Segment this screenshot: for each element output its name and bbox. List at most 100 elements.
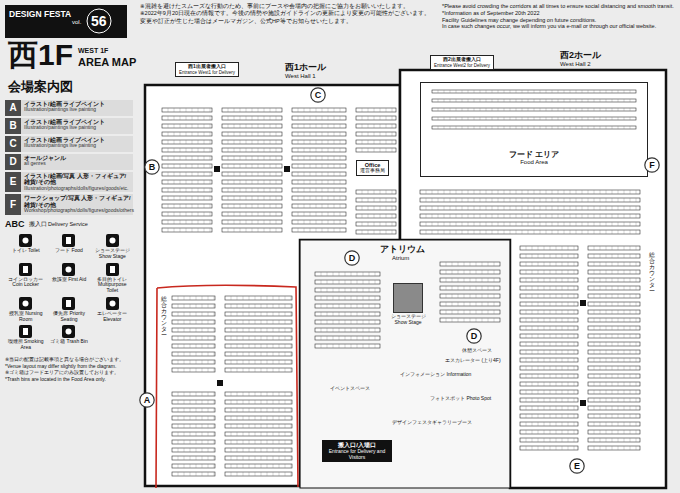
booth-divider <box>328 188 329 192</box>
booth-divider <box>474 90 475 93</box>
booth-divider <box>240 212 241 216</box>
booth-divider <box>528 230 529 234</box>
booth-row <box>172 408 215 412</box>
booth-divider <box>612 422 613 426</box>
booth-divider <box>184 408 185 412</box>
booth-divider <box>532 246 533 250</box>
booth-divider <box>328 124 329 128</box>
booth-divider <box>228 188 229 192</box>
booth-divider <box>249 312 250 316</box>
booth-divider <box>636 254 637 258</box>
booth-divider <box>255 312 256 316</box>
booth-divider <box>362 140 363 144</box>
booth-divider <box>544 326 545 330</box>
booth-divider <box>476 270 477 274</box>
booth-row <box>225 344 292 348</box>
booth-divider <box>600 382 601 386</box>
booth-divider <box>180 220 181 224</box>
booth-divider <box>550 286 551 290</box>
booth-divider <box>486 90 487 93</box>
booth-divider <box>526 350 527 354</box>
booth-row <box>162 140 212 144</box>
booth-divider <box>285 368 286 372</box>
booth-divider <box>264 148 265 152</box>
booth-divider <box>184 400 185 404</box>
booth-divider <box>624 390 625 394</box>
booth-row <box>162 212 212 216</box>
booth-divider <box>386 140 387 144</box>
booth-row <box>440 270 500 274</box>
booth-divider <box>237 360 238 364</box>
booth-divider <box>202 336 203 340</box>
booth-divider <box>237 368 238 372</box>
booth-divider <box>630 430 631 434</box>
booth-divider <box>556 366 557 370</box>
booth-divider <box>362 214 363 218</box>
booth-divider <box>316 188 317 192</box>
booth-divider <box>544 254 545 258</box>
booth-divider <box>243 440 244 444</box>
booth-divider <box>339 328 340 332</box>
booth-divider <box>606 214 607 218</box>
booth-divider <box>392 116 393 120</box>
booth-divider <box>322 116 323 120</box>
booth-divider <box>328 212 329 216</box>
booth-divider <box>562 294 563 298</box>
booth-divider <box>231 392 232 396</box>
booth-divider <box>258 140 259 144</box>
booth-divider <box>192 220 193 224</box>
booth-divider <box>273 304 274 308</box>
booth-row <box>520 270 578 274</box>
booth-divider <box>267 360 268 364</box>
booth-divider <box>273 472 274 476</box>
booth-divider <box>464 318 465 322</box>
booth-divider <box>252 212 253 216</box>
booth-divider <box>246 172 247 176</box>
booth-divider <box>310 196 311 200</box>
booth-divider <box>550 350 551 354</box>
booth-divider <box>636 446 637 450</box>
booth-divider <box>470 286 471 290</box>
booth-divider <box>624 406 625 410</box>
booth-divider <box>208 336 209 340</box>
booth-divider <box>558 117 559 120</box>
booth-divider <box>340 196 341 200</box>
booth-divider <box>486 214 487 218</box>
booth-divider <box>345 288 346 292</box>
booth-divider <box>540 90 541 93</box>
booth-divider <box>240 220 241 224</box>
booth-divider <box>285 432 286 436</box>
booth-row <box>520 382 578 386</box>
booth-divider <box>357 328 358 332</box>
booth-divider <box>612 406 613 410</box>
booth-divider <box>264 156 265 160</box>
booth-divider <box>438 206 439 210</box>
booth-divider <box>446 270 447 274</box>
booth-divider <box>574 254 575 258</box>
booth-divider <box>279 464 280 468</box>
booth-row <box>225 432 292 436</box>
booth-divider <box>345 272 346 276</box>
booth-divider <box>546 190 547 194</box>
booth-row <box>588 254 640 258</box>
booth-divider <box>606 398 607 402</box>
booth-divider <box>374 148 375 152</box>
booth-divider <box>252 164 253 168</box>
booth-divider <box>267 336 268 340</box>
booth-divider <box>186 132 187 136</box>
booth-divider <box>464 278 465 282</box>
booth-divider <box>204 148 205 152</box>
booth-divider <box>255 440 256 444</box>
booth-divider <box>612 382 613 386</box>
booth-row <box>172 352 215 356</box>
booth-divider <box>636 342 637 346</box>
booth-divider <box>380 116 381 120</box>
booth-divider <box>208 448 209 452</box>
booth-divider <box>618 198 619 202</box>
booth-divider <box>273 296 274 300</box>
booth-divider <box>386 116 387 120</box>
booth-divider <box>526 446 527 450</box>
booth-divider <box>328 108 329 112</box>
booth-divider <box>214 424 215 428</box>
booth-divider <box>510 99 511 102</box>
